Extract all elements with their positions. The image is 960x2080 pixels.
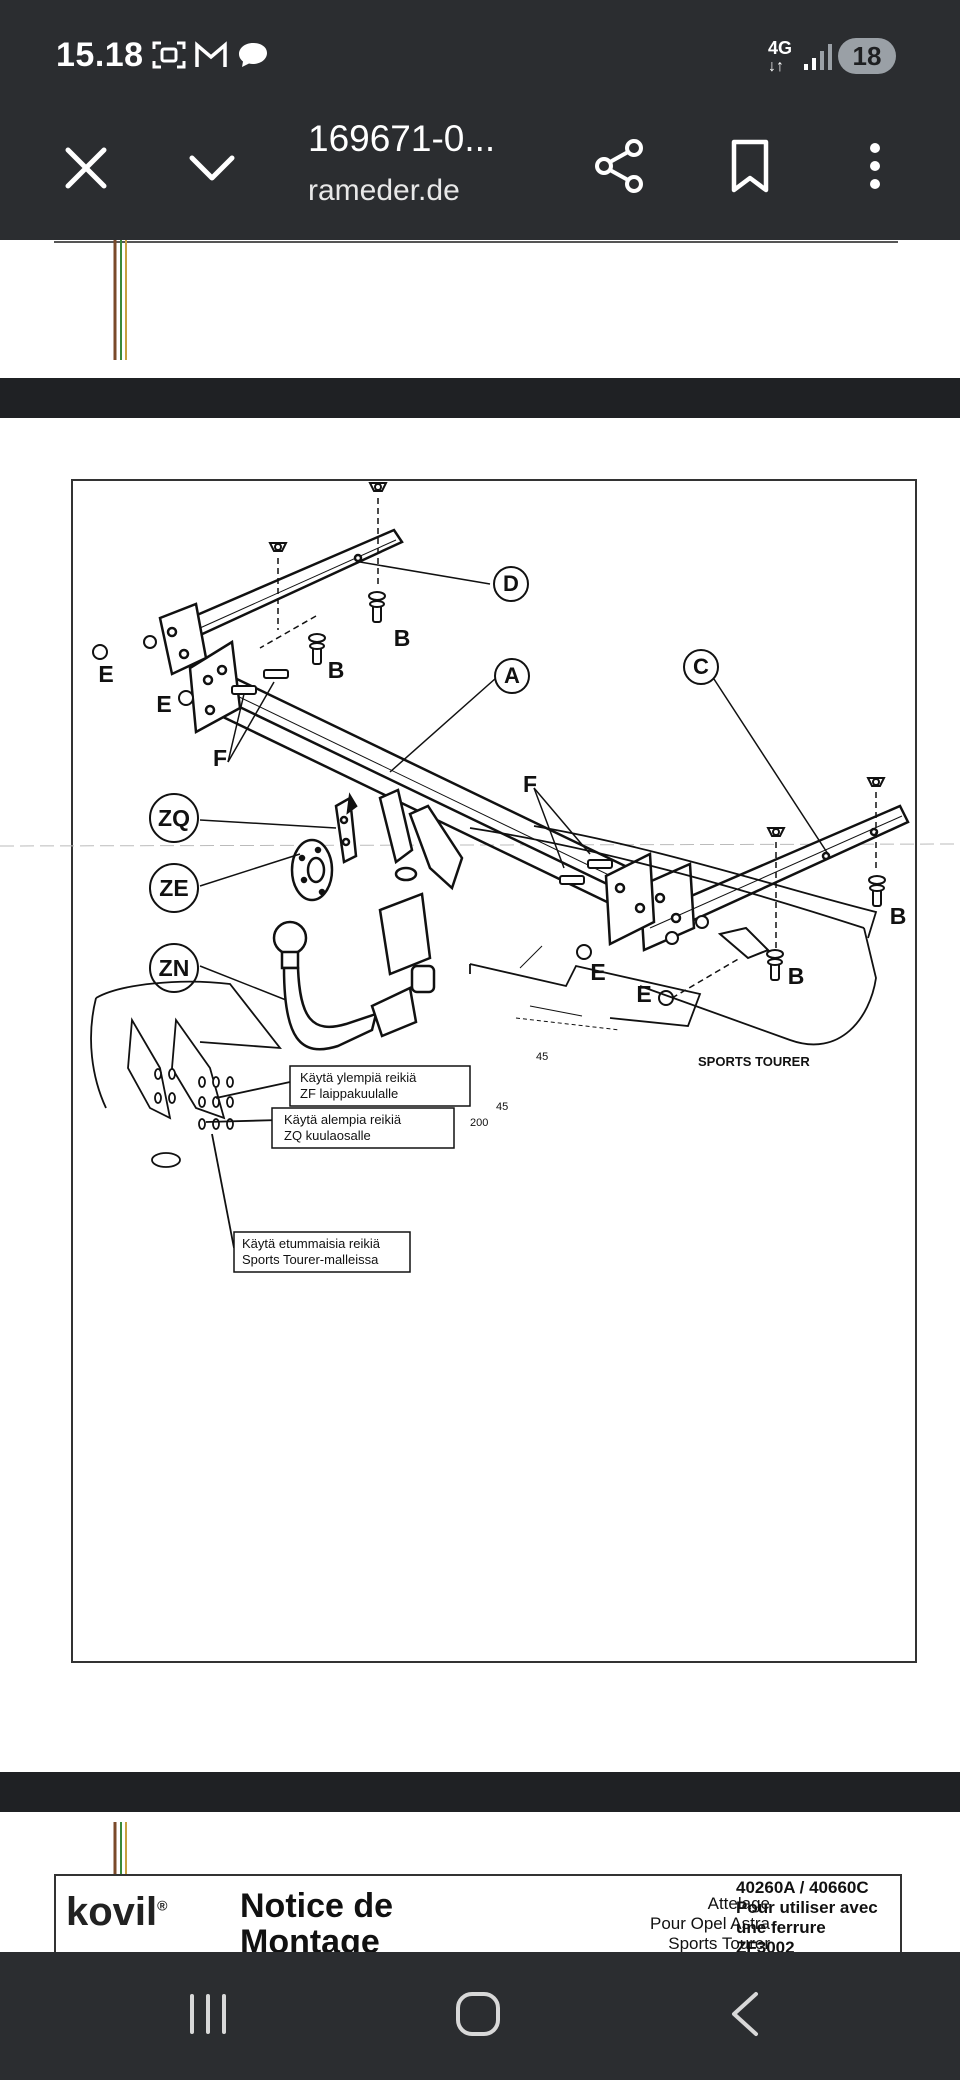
bookmark-button[interactable]	[720, 136, 780, 196]
status-bar: 15.18 4G↓↑ 18	[0, 0, 960, 106]
dim-label-200: 200	[470, 1117, 488, 1129]
note-front-line2: Sports Tourer-malleissa	[242, 1252, 379, 1267]
page-domain: rameder.de	[308, 174, 460, 207]
label-e: E	[98, 661, 113, 687]
close-button[interactable]	[58, 140, 114, 196]
more-vert-icon	[870, 143, 880, 189]
note-upper-line2: ZF laippakuulalle	[300, 1086, 398, 1101]
bumper-sketch	[469, 825, 878, 1046]
towbar-assembly-diagram: D A C ZQ ZE ZN B B B B E E E E F F	[0, 479, 960, 1663]
label-e: E	[156, 691, 171, 717]
label-f: F	[523, 771, 537, 797]
label-f: F	[213, 745, 227, 771]
leader-lines	[199, 561, 829, 1001]
gmail-icon	[195, 41, 227, 67]
callout-circle-zn	[149, 943, 199, 993]
vehicle-info: Attelage Pour Opel Astra Sports Tourer	[649, 1894, 770, 1953]
reference-info: 40260A / 40660C Pour utiliser avec une f…	[736, 1878, 878, 1956]
callout-circle-a	[494, 658, 530, 694]
adapter-plate	[334, 792, 358, 864]
label-b: B	[788, 963, 805, 989]
note-lower-line2: ZQ kuulaosalle	[284, 1128, 371, 1143]
callout-circle-zq	[149, 793, 199, 843]
home-button[interactable]	[448, 1984, 508, 2044]
bolts	[92, 482, 886, 1006]
app-bar: 169671-0... rameder.de	[0, 106, 960, 240]
label-ze: ZE	[159, 875, 188, 901]
callout-circle-c	[683, 649, 719, 685]
label-b: B	[890, 903, 907, 929]
navigation-bar	[0, 1952, 960, 2080]
note-box-lower	[271, 1107, 455, 1149]
bumper-label: SPORTS TOURER	[698, 1054, 810, 1069]
home-icon	[456, 1992, 500, 2036]
collapse-button[interactable]	[184, 140, 240, 196]
center-ball-brackets	[378, 788, 464, 891]
label-b: B	[394, 625, 411, 651]
document-page: D A C ZQ ZE ZN B B B B E E E E F F	[0, 418, 960, 1772]
adapter-ring	[290, 838, 334, 902]
network-type: 4G↓↑	[768, 38, 793, 75]
page-title: 169671-0...	[308, 118, 496, 159]
back-button[interactable]	[720, 1986, 776, 2042]
page-separator	[0, 1772, 960, 1812]
callout-circle-d	[493, 566, 529, 602]
tow-ball	[272, 892, 436, 1051]
screenshot-icon	[152, 41, 186, 69]
note-lower-line1: Käytä alempia reikiä	[284, 1112, 402, 1127]
left-mounting-plate	[188, 639, 242, 735]
close-icon	[65, 147, 107, 189]
scan-fold-line	[0, 843, 960, 847]
label-callouts	[149, 566, 719, 993]
status-time: 15.18	[56, 36, 144, 74]
label-a: A	[504, 663, 520, 688]
label-e: E	[636, 981, 651, 1007]
bookmark-icon	[731, 139, 769, 193]
callout-circle-ze	[149, 863, 199, 913]
dim-label-45-side: 45	[496, 1101, 508, 1113]
note-upper-line1: Käytä ylempiä reikiä	[300, 1070, 417, 1085]
diagram-frame	[71, 479, 917, 1663]
battery-level: 18	[838, 38, 896, 74]
page-fragment-lines	[54, 240, 898, 360]
back-icon	[732, 1992, 758, 2036]
note-front-line1: Käytä etummaisia reikiä	[242, 1236, 381, 1251]
note-boxes	[233, 1065, 471, 1273]
note-box-front	[233, 1231, 411, 1273]
label-c: C	[693, 654, 709, 679]
right-side-bracket	[638, 804, 910, 952]
brand-logo: kovil®	[66, 1890, 168, 1934]
recents-button[interactable]	[180, 1986, 236, 2042]
label-zq: ZQ	[158, 805, 190, 831]
guide-lines	[259, 498, 877, 999]
chevron-down-icon	[189, 155, 235, 181]
chat-icon	[239, 43, 267, 67]
dim-label-45-top: 45	[536, 1051, 548, 1063]
previous-page	[0, 240, 960, 378]
note-box-upper	[289, 1065, 471, 1107]
signal-icon	[804, 44, 832, 70]
label-zn: ZN	[159, 955, 190, 981]
share-icon	[595, 139, 643, 193]
share-button[interactable]	[590, 136, 650, 196]
label-e: E	[590, 959, 605, 985]
more-options-button[interactable]	[850, 136, 900, 196]
page-separator	[0, 378, 960, 418]
label-b: B	[328, 657, 345, 683]
hole-detail-view	[90, 980, 291, 1249]
left-side-bracket	[158, 528, 404, 676]
recents-icon	[190, 1994, 226, 2034]
label-d: D	[503, 571, 519, 596]
